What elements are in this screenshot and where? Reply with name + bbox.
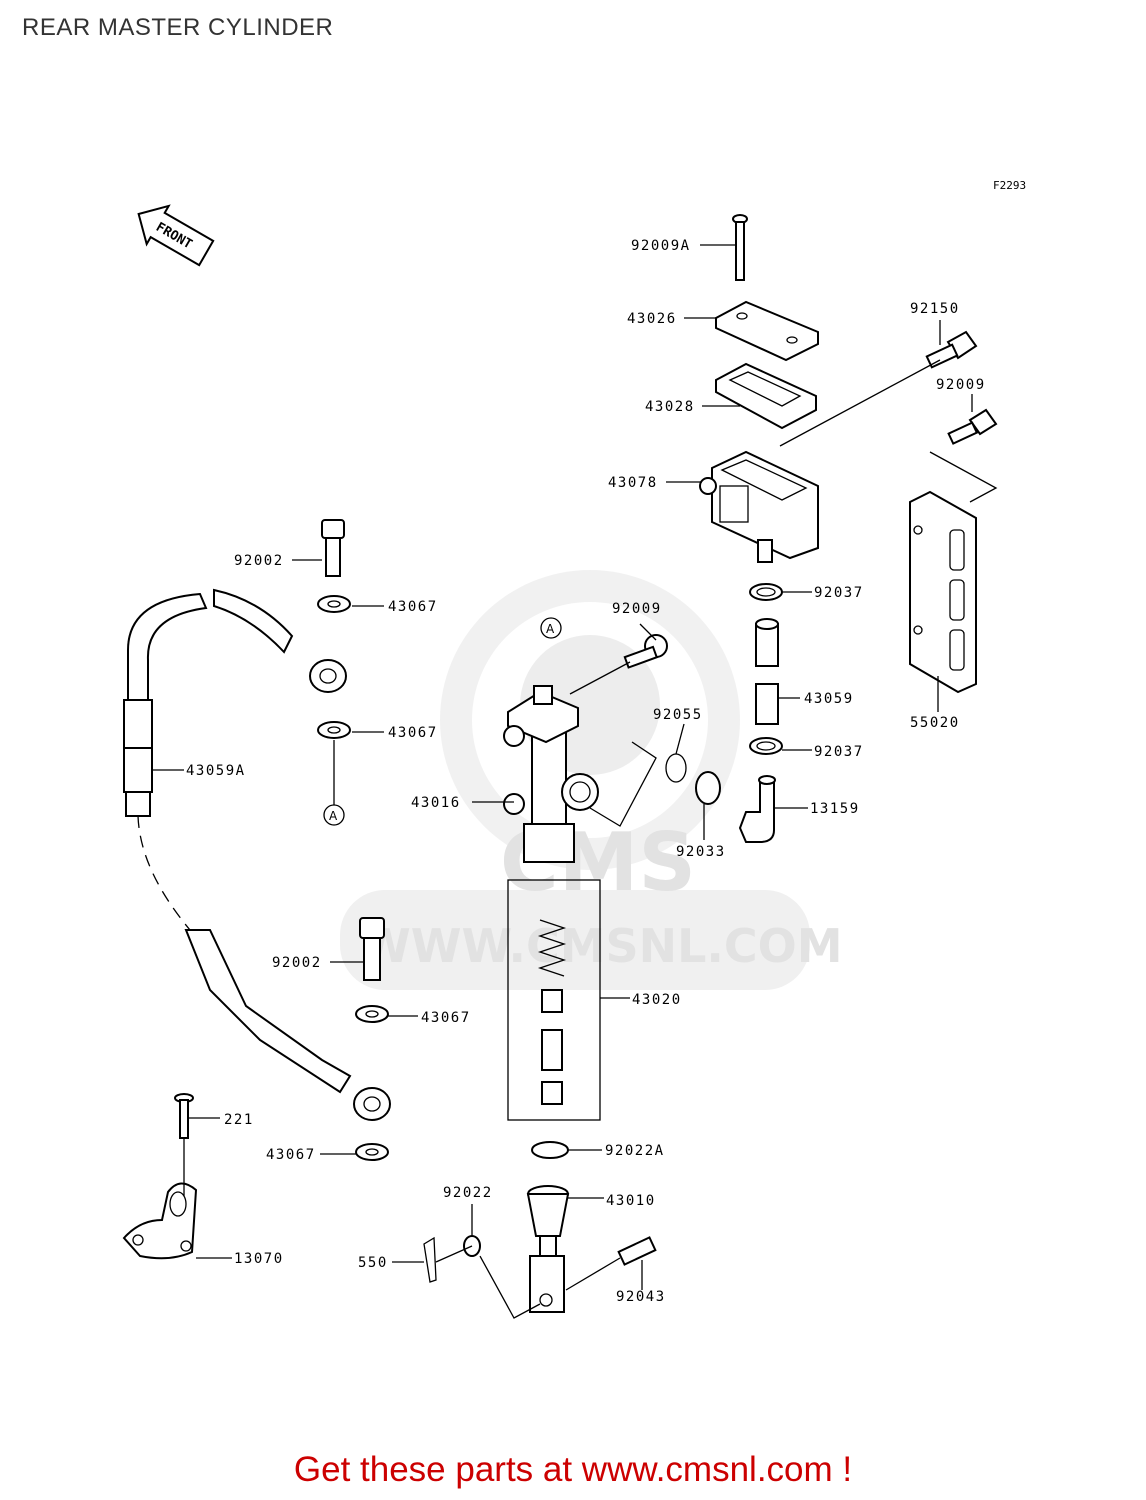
- part-43067-washer-3: [355, 1005, 389, 1023]
- part-43067-washer-1: [317, 595, 351, 613]
- part-92150-bolt: [925, 330, 978, 369]
- part-label: 43059A: [186, 763, 246, 779]
- part-43016-cylinder-body: [503, 685, 599, 863]
- part-label: 55020: [910, 715, 960, 731]
- part-label: 43020: [632, 992, 682, 1008]
- part-92033-circlip: [695, 771, 721, 805]
- part-label: 43078: [608, 475, 658, 491]
- part-labels: 92009A 43026 92150 43028 92009 43078 920…: [186, 238, 986, 1305]
- figure-code: F2293: [993, 179, 1027, 192]
- part-92022A-circlip: [531, 1141, 569, 1159]
- part-label: 43059: [804, 691, 854, 707]
- part-13159-elbow: [738, 775, 776, 843]
- part-43026-cap: [715, 300, 819, 362]
- cta-link[interactable]: Get these parts at www.cmsnl.com !: [293, 1450, 853, 1489]
- part-label: 43067: [266, 1147, 316, 1163]
- part-label: 92037: [814, 744, 864, 760]
- part-label: 92009: [612, 601, 662, 617]
- part-label: 43067: [421, 1010, 471, 1026]
- part-92002-banjo-bolt-upper: [321, 519, 345, 577]
- part-label: 43067: [388, 725, 438, 741]
- ref-marker-a-lower-text: A: [329, 809, 338, 823]
- part-label: 92033: [676, 844, 726, 860]
- ref-marker-a-upper-text: A: [546, 622, 555, 636]
- ref-marker-a-upper: A: [540, 617, 562, 639]
- part-label: 43016: [411, 795, 461, 811]
- part-label: 221: [224, 1112, 254, 1128]
- part-550-cotter-pin: [423, 1236, 437, 1283]
- leader-lines: [152, 244, 998, 1319]
- part-label: 92055: [653, 707, 703, 723]
- part-label: 92002: [234, 553, 284, 569]
- part-43059A-hose-assembly: [123, 588, 391, 1121]
- part-label: 13159: [810, 801, 860, 817]
- part-label: 43028: [645, 399, 695, 415]
- part-43067-washer-2: [317, 721, 351, 739]
- cta-banner: Get these parts at www.cmsnl.com !: [0, 1450, 1146, 1490]
- part-label: 43067: [388, 599, 438, 615]
- part-label: 92037: [814, 585, 864, 601]
- page-title: REAR MASTER CYLINDER: [22, 14, 334, 41]
- part-92002-banjo-bolt-lower: [359, 917, 385, 981]
- part-label: 92022: [443, 1185, 493, 1201]
- part-92009-bolt-upper: [947, 408, 998, 445]
- part-43059-hose: [755, 618, 779, 725]
- part-label: 92150: [910, 301, 960, 317]
- watermark-url: WWW.CMSNL.COM: [360, 919, 843, 973]
- ref-marker-a-lower: A: [323, 804, 345, 826]
- part-43010-push-rod: [526, 1185, 570, 1313]
- part-label: 550: [358, 1255, 388, 1271]
- part-92043-pin: [617, 1236, 657, 1266]
- part-43067-washer-4: [355, 1143, 389, 1161]
- part-92009-bolt-cylinder: [623, 634, 668, 669]
- part-label: 13070: [234, 1251, 284, 1267]
- part-92037-clamp-upper: [749, 583, 783, 601]
- part-43020-piston-kit: [507, 879, 601, 1121]
- part-label: 43010: [606, 1193, 656, 1209]
- part-label: 92009A: [631, 238, 691, 254]
- part-label: 92022A: [605, 1143, 665, 1159]
- part-13070-bracket: [122, 1182, 198, 1260]
- part-221-screw: [174, 1093, 194, 1139]
- front-arrow-icon: FRONT: [137, 204, 215, 267]
- part-43028-diaphragm: [715, 362, 817, 430]
- part-label: 92002: [272, 955, 322, 971]
- part-label: 92009: [936, 377, 986, 393]
- part-92037-clamp-lower: [749, 737, 783, 755]
- part-55020-guard: [909, 490, 977, 694]
- part-label: 43026: [627, 311, 677, 327]
- part-label: 92043: [616, 1289, 666, 1305]
- part-43078-reservoir: [699, 450, 819, 563]
- part-92009A-screw: [732, 214, 748, 281]
